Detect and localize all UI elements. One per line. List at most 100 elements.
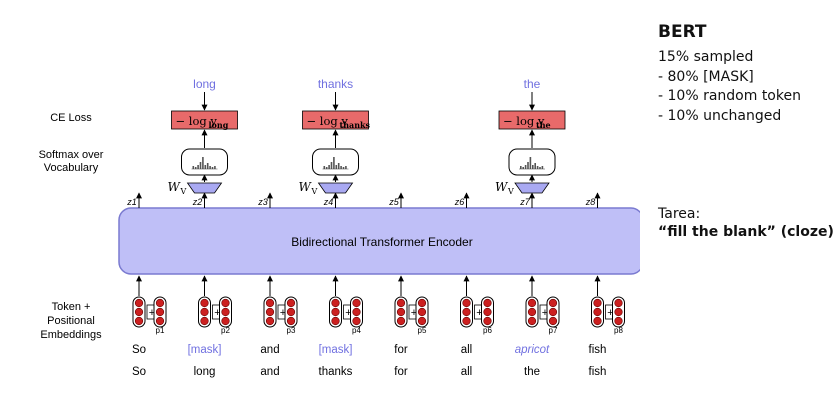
loss-expression: − log y	[503, 114, 545, 128]
weight-subscript: V	[507, 187, 514, 196]
softmax-bar	[202, 157, 204, 169]
softmax-bar	[214, 166, 216, 169]
bert-diagram: CE Loss Softmax over Vocabulary Token + …	[39, 77, 640, 378]
position-label: p3	[287, 326, 296, 335]
token-embedding-vector	[198, 296, 211, 328]
vector-unit	[462, 307, 471, 317]
vector-unit	[396, 298, 406, 308]
vector-unit	[593, 307, 602, 317]
vector-unit	[265, 316, 275, 326]
ce-loss-label: CE Loss	[50, 112, 92, 124]
positional-embedding-vector	[612, 296, 625, 328]
z-output-label: z4	[323, 197, 334, 207]
vector-unit	[417, 307, 427, 317]
position-label: p4	[352, 326, 361, 335]
position-label: p8	[614, 326, 623, 335]
embeddings-label-line2: Positional	[47, 315, 95, 327]
vector-unit	[396, 307, 406, 317]
vector-unit	[527, 298, 537, 308]
target-word: for	[394, 366, 408, 378]
softmax-bar	[345, 166, 347, 169]
softmax-bar	[330, 162, 333, 169]
sidebar-line: - 10% unchanged	[658, 107, 782, 124]
token-embedding-vector	[263, 296, 277, 328]
positional-embedding-vector	[546, 296, 560, 328]
vector-unit	[331, 298, 340, 308]
softmax-label-line2: Vocabulary	[44, 162, 99, 174]
softmax-bar	[539, 167, 541, 169]
softmax-bar	[323, 166, 326, 169]
vector-unit	[265, 307, 275, 317]
sidebar-line: - 80% [MASK]	[658, 68, 754, 85]
plus-sign: +	[214, 307, 220, 319]
vector-unit	[483, 316, 492, 326]
vector-unit	[200, 316, 209, 326]
loss-subscript: the	[536, 120, 551, 130]
softmax-bar	[527, 162, 529, 169]
vector-unit	[265, 298, 275, 308]
softmax-bar	[199, 162, 202, 169]
position-label: p7	[549, 326, 558, 335]
softmax-box	[312, 148, 359, 176]
plus-sign: +	[542, 307, 548, 319]
vector-unit	[200, 298, 209, 308]
softmax-bar	[337, 163, 340, 169]
token-embedding-vector	[591, 296, 604, 328]
position-label: p6	[483, 326, 492, 335]
softmax-bar	[522, 167, 524, 169]
weight-label: W	[299, 180, 313, 194]
softmax-bar	[342, 167, 345, 169]
vector-unit	[286, 316, 296, 326]
vector-unit	[527, 307, 537, 317]
softmax-bar	[194, 167, 197, 169]
task-label: Tarea:	[658, 206, 701, 222]
vector-unit	[134, 307, 144, 317]
softmax-bar	[335, 165, 338, 169]
plus-sign: +	[476, 307, 482, 319]
masked-input-word: [mask]	[188, 344, 222, 356]
softmax-bar	[524, 165, 527, 169]
loss-expression: − log y	[176, 114, 218, 128]
weight-label: W	[495, 180, 509, 194]
vector-unit	[134, 316, 144, 326]
vector-unit	[155, 298, 165, 308]
softmax-label-line1: Softmax over	[39, 149, 104, 161]
position-label: p2	[221, 326, 230, 335]
plus-sign: +	[607, 307, 613, 319]
softmax-bar	[204, 165, 207, 169]
softmax-bar	[211, 167, 214, 169]
vector-unit	[593, 298, 602, 308]
token-embedding-vector	[394, 296, 408, 328]
vector-unit	[614, 307, 623, 317]
output-word: thanks	[318, 77, 353, 91]
softmax-bar	[192, 166, 195, 169]
softmax-bar	[532, 165, 534, 169]
z-output-label: z1	[126, 197, 137, 207]
plus-sign: +	[345, 307, 351, 319]
vector-unit	[527, 316, 537, 326]
softmax-bar	[209, 166, 211, 169]
vector-unit	[548, 316, 558, 326]
loss-expression: − log y	[307, 114, 349, 128]
token-embedding-vector	[460, 296, 473, 328]
softmax-bar	[520, 166, 522, 169]
loss-subscript: long	[209, 120, 229, 130]
plus-sign: +	[149, 307, 155, 319]
vector-unit	[221, 316, 230, 326]
loss-subscript: thanks	[340, 120, 371, 130]
target-word: all	[461, 366, 473, 378]
z-output-label: z2	[192, 197, 203, 207]
positional-embedding-vector	[284, 296, 298, 328]
target-word: So	[132, 366, 146, 378]
vector-unit	[417, 316, 427, 326]
input-word: all	[461, 344, 473, 356]
sidebar-line: 15% sampled	[658, 49, 754, 65]
vector-unit	[286, 298, 296, 308]
masked-input-word: apricot	[515, 344, 550, 356]
softmax-box	[181, 148, 228, 176]
vector-unit	[417, 298, 427, 308]
vector-unit	[155, 307, 165, 317]
